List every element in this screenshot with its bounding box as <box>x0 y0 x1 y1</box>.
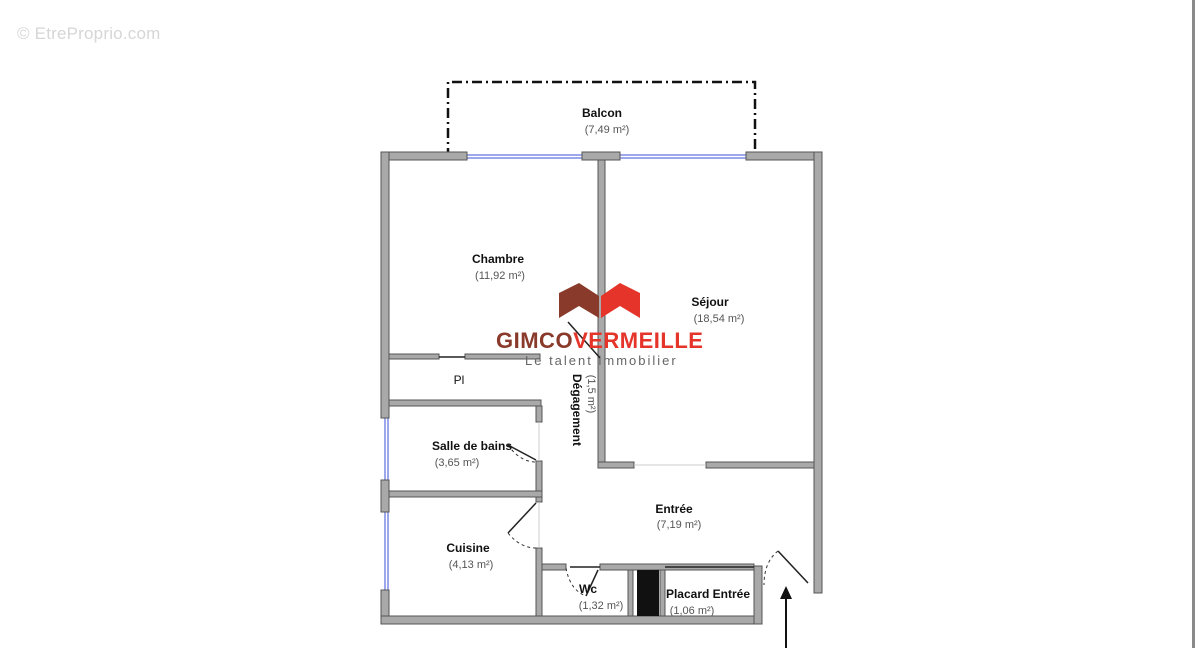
room-name: Balcon <box>582 106 622 120</box>
room-area: (1,32 m²) <box>579 600 624 612</box>
room-sejour: Séjour (18,54 m²) <box>691 295 744 325</box>
thresholds <box>538 422 706 548</box>
room-name: Salle de bains <box>432 439 512 453</box>
sliding-doors <box>439 356 754 568</box>
room-area: (1,5 m²) <box>585 375 597 414</box>
room-name: Dégagement <box>570 374 584 446</box>
door-leaf-sdb <box>507 444 537 461</box>
page-edge-border <box>1192 0 1195 648</box>
technical-shaft <box>637 570 659 616</box>
room-pl: Pl <box>454 373 465 387</box>
door-arc-wc <box>565 567 587 597</box>
room-name: Wc <box>579 582 597 596</box>
brand-name: GIMCOVERMEILLE <box>496 328 703 353</box>
logo-roof-left-icon <box>559 283 599 318</box>
door-swings <box>507 321 809 597</box>
room-salle-de-bains: Salle de bains (3,65 m²) <box>432 439 512 469</box>
door-leaf-chambre <box>567 321 601 359</box>
room-area: (1,06 m²) <box>670 605 715 617</box>
brand-tagline: Le talent immobilier <box>525 353 678 368</box>
room-name: Entrée <box>655 502 693 516</box>
door-leaf-wc <box>585 569 599 597</box>
room-degagement: Dégagement (1,5 m²) <box>570 374 597 446</box>
balcony-windows <box>467 154 746 159</box>
door-arc-sdb <box>507 444 537 463</box>
room-name: Cuisine <box>446 541 490 555</box>
door-arc-cuisine <box>507 532 537 549</box>
balcony-outline <box>446 80 757 158</box>
logo-roof-right-icon <box>601 283 640 318</box>
room-entree: Entrée (7,19 m²) <box>655 502 701 531</box>
room-chambre: Chambre (11,92 m²) <box>472 252 525 282</box>
room-wc: Wc (1,32 m²) <box>579 582 624 612</box>
room-area: (7,49 m²) <box>585 124 630 136</box>
room-placard-entree: Placard Entrée (1,06 m²) <box>666 587 750 617</box>
room-name: Placard Entrée <box>666 587 750 601</box>
door-leaf-cuisine <box>507 502 537 534</box>
room-area: (3,65 m²) <box>435 457 480 469</box>
brand-logo: GIMCOVERMEILLE Le talent immobilier <box>496 283 703 368</box>
entrance-arrow <box>780 586 792 648</box>
left-windows <box>384 418 389 590</box>
watermark-text: © EtreProprio.com <box>17 24 161 43</box>
room-name: Pl <box>454 373 465 387</box>
room-area: (4,13 m²) <box>449 559 494 571</box>
room-balcon: Balcon (7,49 m²) <box>582 106 629 136</box>
room-name: Séjour <box>691 295 729 309</box>
room-area: (18,54 m²) <box>694 313 745 325</box>
door-leaf-entree <box>777 550 809 584</box>
room-name: Chambre <box>472 252 524 266</box>
room-area: (7,19 m²) <box>657 519 702 531</box>
room-cuisine: Cuisine (4,13 m²) <box>446 541 493 571</box>
room-area: (11,92 m²) <box>475 270 525 282</box>
door-arc-entree <box>763 550 779 586</box>
exterior-walls <box>380 151 823 625</box>
